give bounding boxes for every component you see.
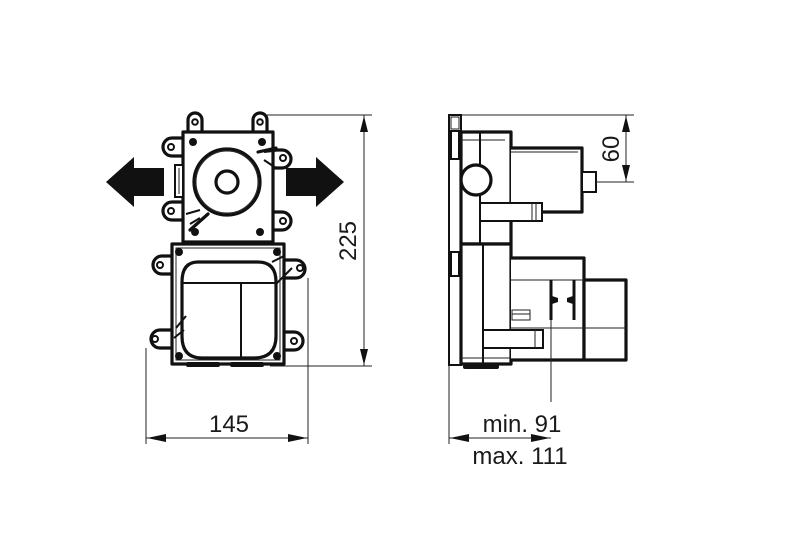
side-outlet bbox=[459, 163, 493, 197]
dimension-depth: min. 91 max. 111 bbox=[448, 320, 568, 470]
arrow-left-icon bbox=[106, 157, 164, 207]
side-view: 60 min. 91 max. 111 bbox=[448, 114, 634, 470]
front-view: 225 145 bbox=[106, 111, 372, 444]
width-label: 145 bbox=[209, 411, 249, 438]
dimension-top-offset: 60 bbox=[462, 114, 634, 183]
spindle bbox=[581, 171, 597, 193]
arrow-right-icon bbox=[286, 157, 344, 207]
upper-mounting-ears bbox=[161, 111, 293, 232]
lower-valve-body bbox=[149, 242, 307, 367]
height-label: 225 bbox=[335, 221, 362, 261]
depth-min-label: min. 91 bbox=[483, 411, 562, 438]
depth-max-label: max. 111 bbox=[472, 443, 567, 470]
cartridge-inner bbox=[214, 169, 240, 195]
dimension-height: 225 bbox=[267, 114, 372, 367]
dimension-width: 145 bbox=[145, 278, 309, 444]
top-offset-label: 60 bbox=[598, 136, 625, 163]
